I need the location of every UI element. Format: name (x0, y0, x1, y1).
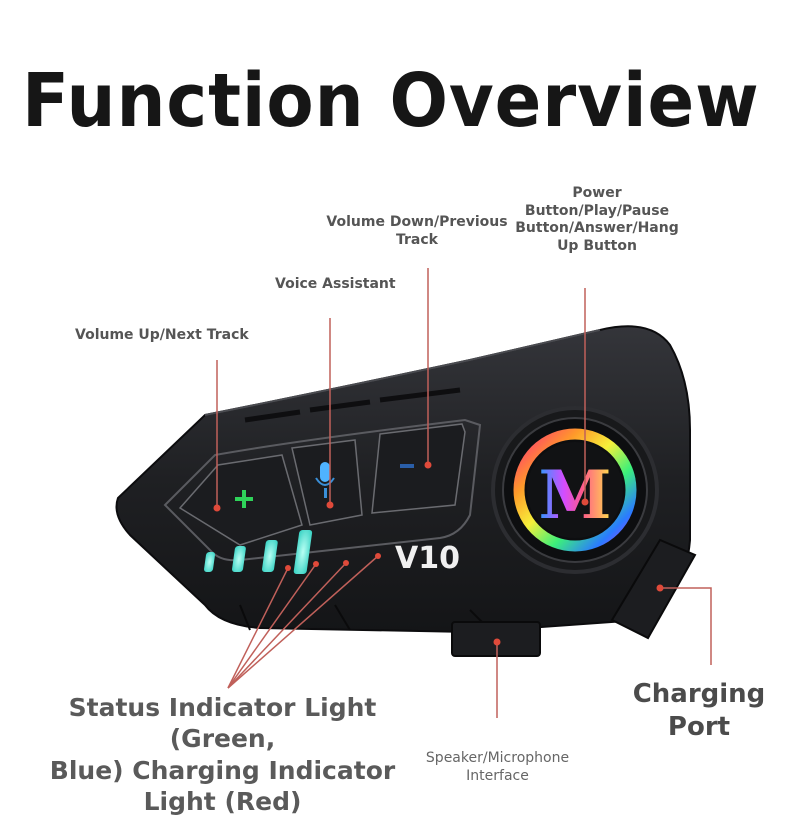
voice-assistant-button[interactable] (291, 439, 363, 526)
label-power-button: Power Button/Play/Pause Button/Answer/Ha… (515, 185, 679, 254)
charging-port (610, 538, 697, 640)
plus-icon (235, 490, 253, 508)
power-button[interactable]: M (491, 406, 659, 574)
logo-m-icon: M (538, 456, 611, 534)
label-volume-down: Volume Down/Previous Track (326, 214, 508, 248)
status-indicator-lights (204, 530, 313, 574)
label-voice-assistant: Voice Assistant (275, 276, 396, 292)
model-badge: V10 (395, 541, 460, 576)
label-status-indicator: Status Indicator Light (Green, Blue) Cha… (49, 693, 396, 816)
volume-down-button[interactable] (371, 423, 466, 514)
callout-lines (216, 268, 712, 718)
label-charging-port: Charging Port (632, 679, 766, 742)
device-illustration: M V10 (115, 268, 712, 718)
callout-dots (213, 461, 664, 646)
label-speaker-mic: Speaker/Microphone Interface (425, 750, 570, 784)
microphone-icon (315, 462, 335, 498)
label-volume-up: Volume Up/Next Track (75, 327, 249, 343)
volume-up-button[interactable] (178, 454, 303, 546)
minus-icon (400, 464, 414, 468)
page-title: Function Overview (22, 58, 760, 144)
